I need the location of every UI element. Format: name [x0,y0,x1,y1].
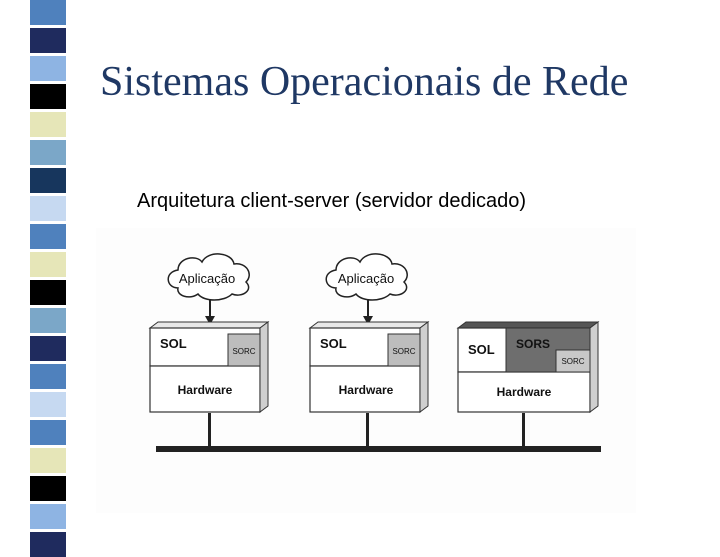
application-label: Aplicação [179,271,235,286]
network-drop-1 [208,413,211,448]
network-drop-2 [366,413,369,448]
network-bus [156,446,601,452]
hardware-label: Hardware [178,383,233,397]
sorc-box [555,349,591,373]
hardware-label: Hardware [497,385,552,399]
application-cloud: Aplicação [167,253,250,301]
sorc-label: SORC [392,347,415,356]
decorative-stripe [0,0,72,557]
os-label: SOL [468,342,495,357]
sorc-box [227,333,261,367]
client-node-1: Aplicação SOL SORC Hardware [148,253,270,413]
network-drop-3 [522,413,525,448]
application-label: Aplicação [338,271,394,286]
os-label: SOL [320,336,347,351]
sorc-label: SORC [232,347,255,356]
client-server-diagram: Aplicação SOL SORC Hardware Aplicação SO… [96,228,636,513]
sorc-box [387,333,421,367]
sors-label: SORS [516,337,550,351]
slide-subtitle: Arquitetura client-server (servidor dedi… [137,190,527,212]
slide-title: Sistemas Operacionais de Rede [100,59,629,105]
application-cloud: Aplicação [325,253,408,301]
os-label: SOL [160,336,187,351]
client-node-2: Aplicação SOL SORC Hardware [308,253,430,413]
server-node: SOL SORS SORC Hardware [456,321,600,413]
sorc-label: SORC [561,357,584,366]
hardware-label: Hardware [339,383,394,397]
